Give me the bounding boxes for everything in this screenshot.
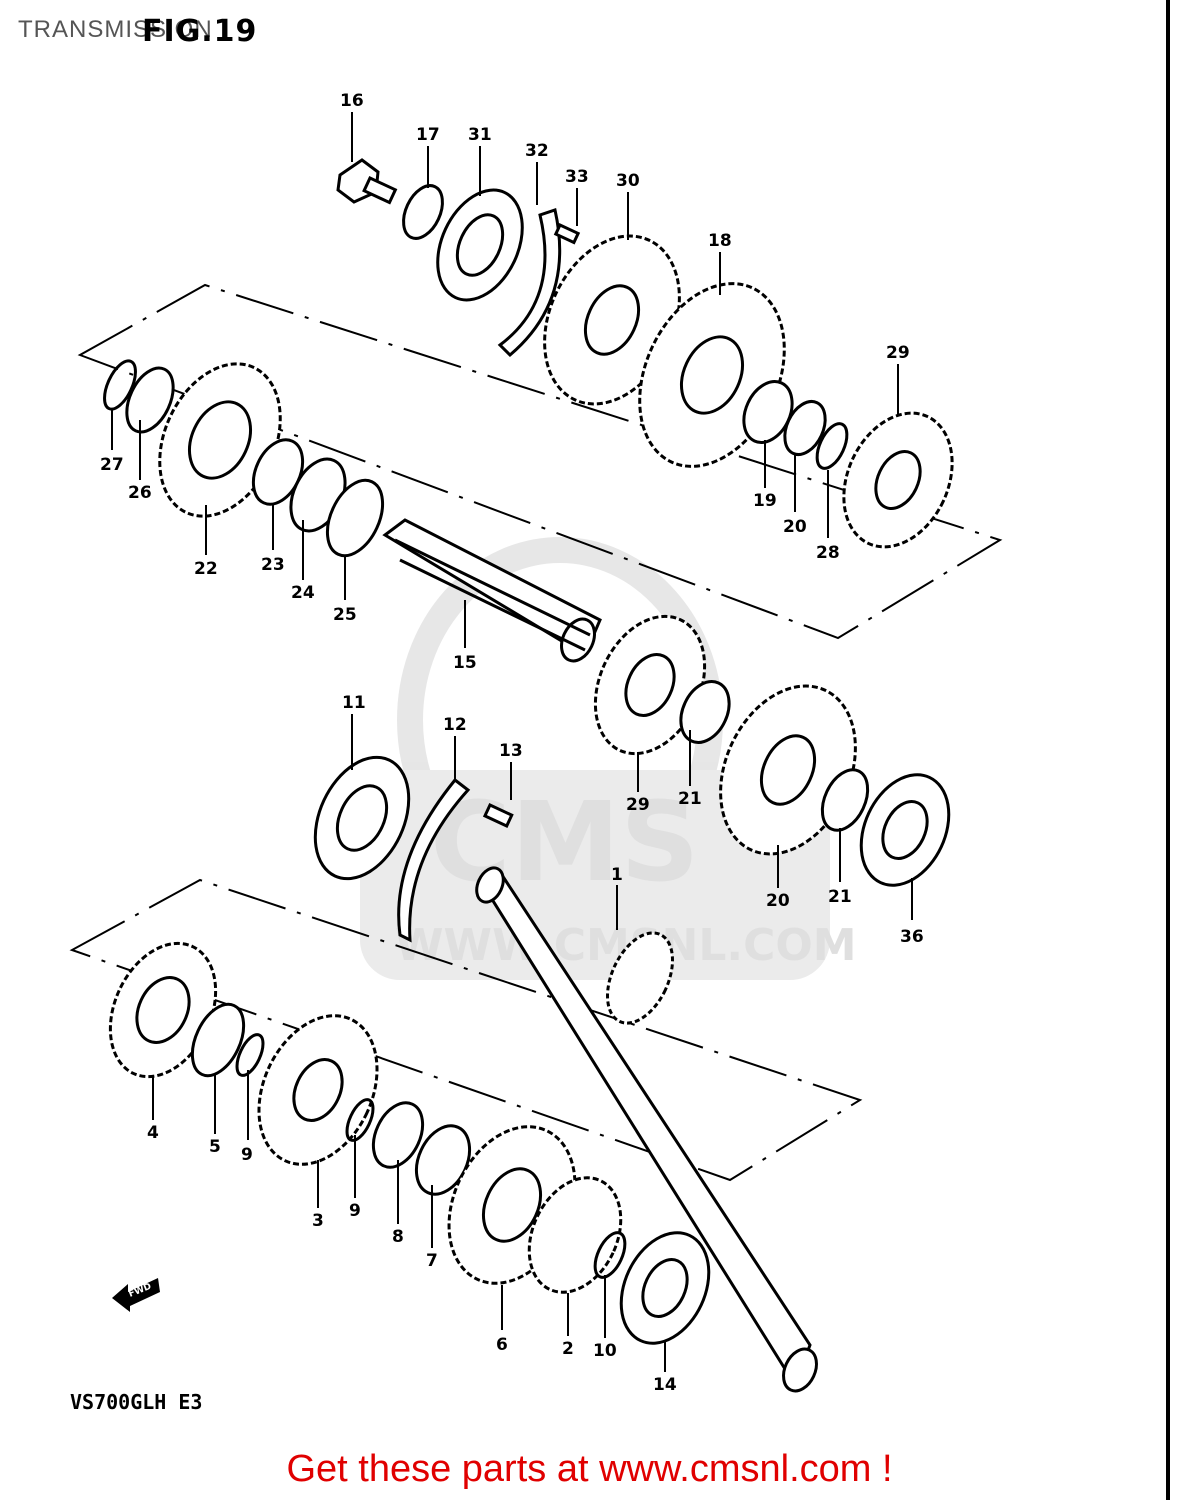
callout-32: 30 [616, 171, 640, 191]
callout-30: 29 [886, 343, 910, 363]
callout-24: 22 [194, 559, 218, 579]
driveshaft-box-outline [69, 878, 863, 1182]
callout-15: 15 [453, 653, 477, 673]
callout-11: 11 [342, 693, 366, 713]
figure-number: FIG.19 [142, 14, 258, 49]
circlip-9b [345, 1098, 375, 1142]
circlip-10 [593, 1231, 627, 1279]
model-code: VS700GLH E3 [70, 1390, 203, 1414]
callout-12: 12 [443, 715, 467, 735]
washer-28 [125, 366, 175, 434]
callout-18: 18 [708, 231, 732, 251]
middle-parts [313, 614, 951, 1393]
callout-26: 24 [291, 583, 315, 603]
retainer-34 [497, 208, 562, 358]
callout-16: 16 [340, 91, 364, 111]
category-title: TRANSMISSION [18, 16, 213, 43]
callout-22: 21 [678, 789, 702, 809]
callout-13: 13 [499, 741, 523, 761]
washer-8 [371, 1101, 425, 1169]
countershaft-box-outline [77, 283, 1003, 640]
callout-4: 4 [147, 1123, 159, 1143]
callout-19: 19 [753, 491, 777, 511]
washer-17 [402, 184, 444, 240]
cms-watermark: CMS WWW.CMSNL.COM [360, 537, 857, 980]
bolt-16 [336, 158, 398, 205]
callout-23: 21 [828, 887, 852, 907]
callout-9a: 9 [241, 1145, 253, 1165]
washer-23 [820, 768, 870, 832]
driveshaft-parts [108, 941, 711, 1345]
washer-27 [325, 478, 385, 558]
callout-29a: 27 [100, 455, 124, 475]
bush-7 [414, 1124, 472, 1196]
callout-20: 20 [783, 517, 807, 537]
callout-1: 1 [611, 865, 623, 885]
callout-6: 6 [496, 1335, 508, 1355]
gear-2 [527, 1176, 623, 1294]
callout-25: 23 [261, 555, 285, 575]
bush-22 [679, 680, 731, 744]
callout-27: 25 [333, 605, 357, 625]
callout-7: 7 [426, 1251, 438, 1271]
callout-35: 33 [565, 167, 589, 187]
callout-34: 32 [525, 141, 549, 161]
callout-36: 36 [900, 927, 924, 947]
callout-8: 8 [392, 1227, 404, 1247]
callout-10: 10 [593, 1341, 617, 1361]
bush-5 [190, 1002, 246, 1078]
countershaft-15 [382, 518, 602, 663]
callout-28: 26 [128, 483, 152, 503]
circlip-29b [815, 422, 849, 470]
callout-9b: 9 [349, 1201, 361, 1221]
callout-3: 3 [312, 1211, 324, 1231]
callout-14: 14 [653, 1375, 677, 1395]
circlip-9a [235, 1033, 265, 1077]
callout-5: 5 [209, 1137, 221, 1157]
screw-13 [482, 803, 514, 829]
screw-35 [553, 223, 581, 245]
shaft-gear [606, 931, 674, 1025]
callout-33: 31 [468, 125, 492, 145]
circlip-29a [103, 359, 137, 411]
leader-lines [111, 112, 913, 1372]
fwd-arrow-icon: FWD [112, 1278, 160, 1312]
callout-17: 17 [416, 125, 440, 145]
top-parts [336, 158, 954, 549]
washer-20 [783, 400, 827, 456]
cta-link[interactable]: Get these parts at www.cmsnl.com ! [286, 1448, 893, 1490]
callout-31: 29 [626, 795, 650, 815]
callout-21: 20 [766, 891, 790, 911]
driveshaft-1 [475, 866, 818, 1393]
callout-2: 2 [562, 1339, 574, 1359]
callout-labels: 16 17 31 32 33 30 18 29 27 26 22 23 24 2… [100, 91, 924, 1395]
callout-29b: 28 [816, 543, 840, 563]
watermark-brand: CMS [430, 778, 699, 906]
retainer-12 [397, 777, 471, 943]
countershaft-parts [103, 359, 602, 663]
